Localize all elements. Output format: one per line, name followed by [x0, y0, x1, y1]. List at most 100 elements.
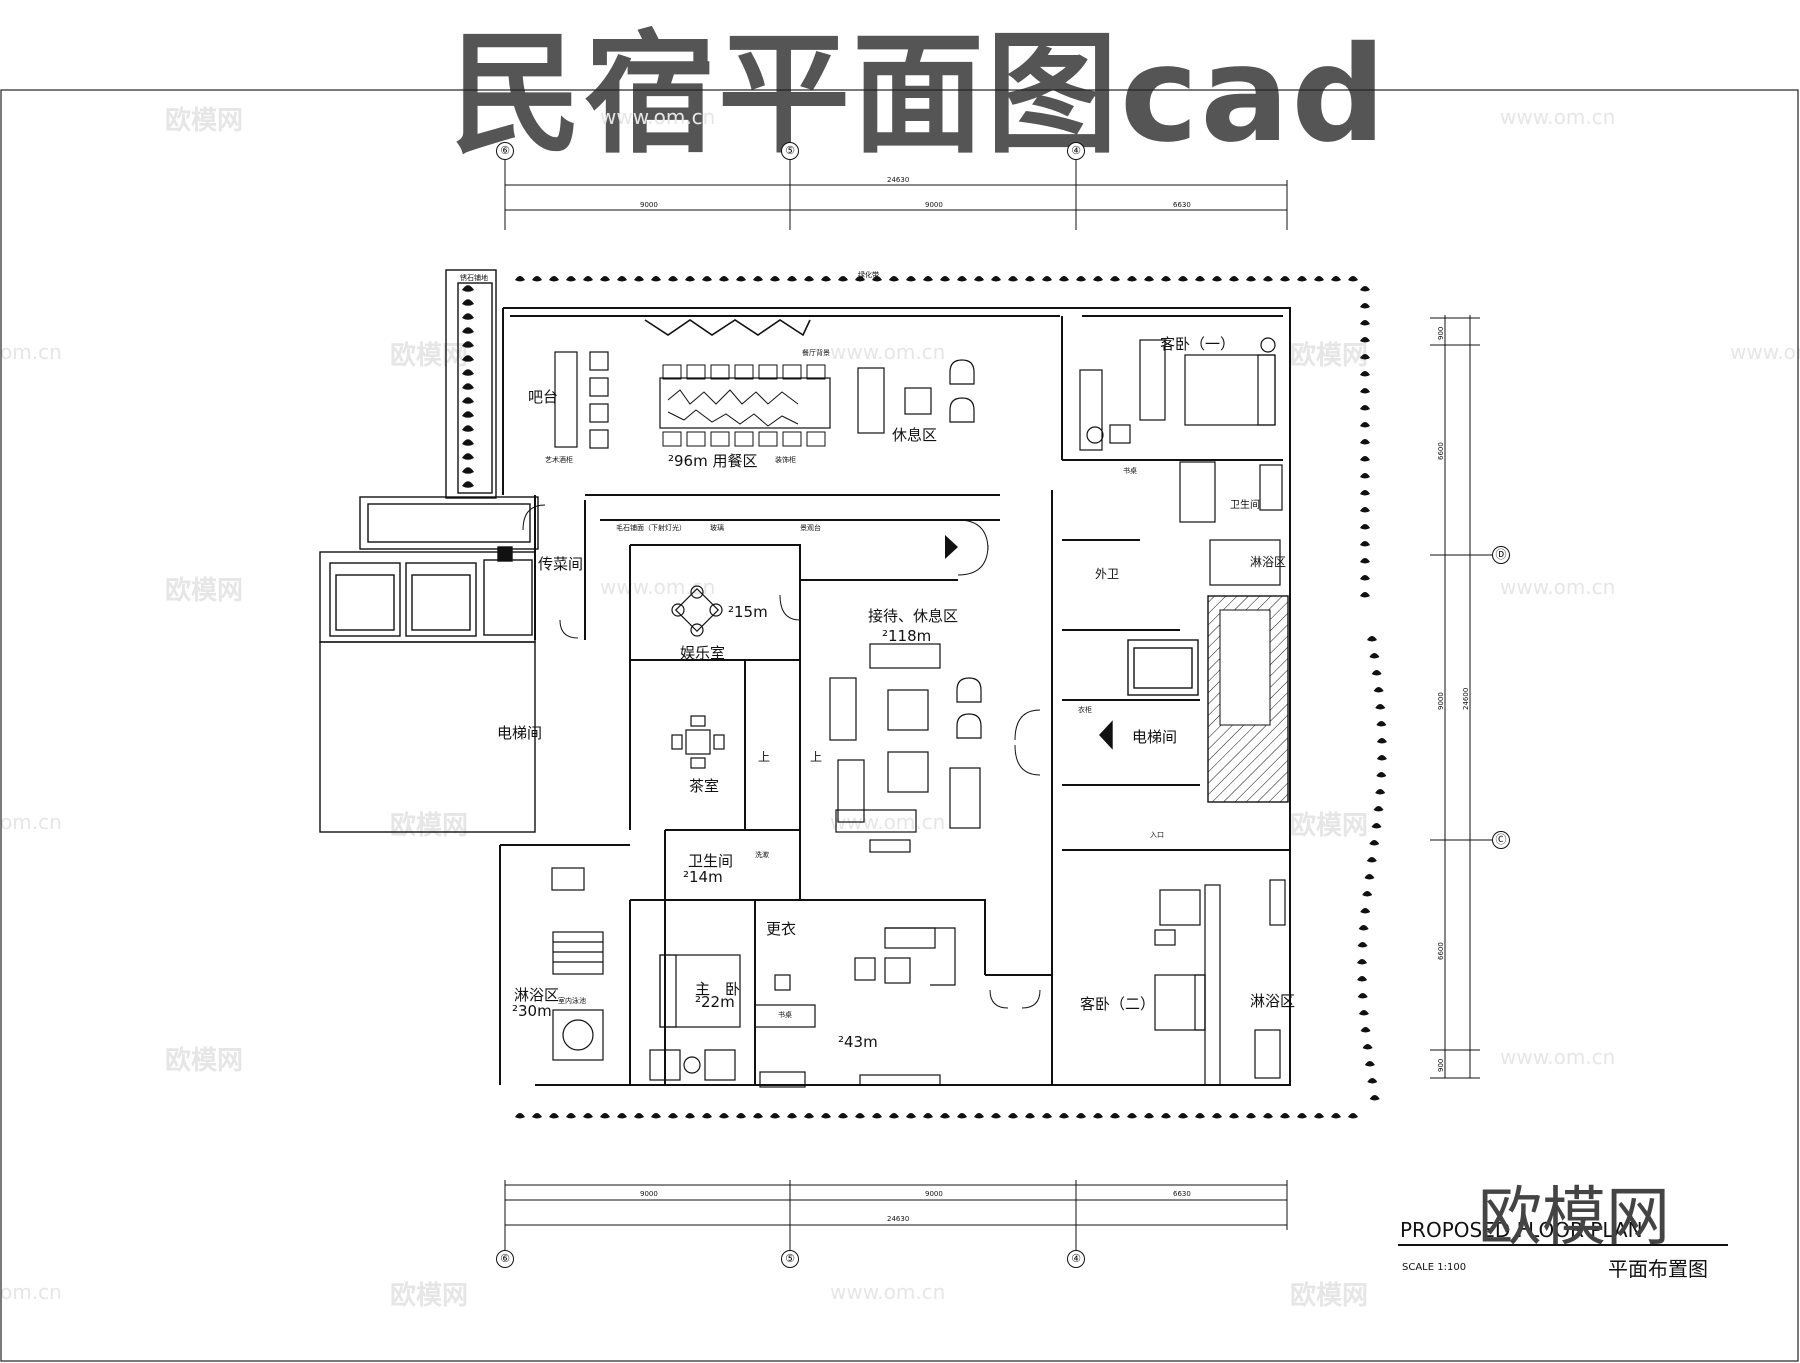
hedge-plant: [1362, 891, 1373, 897]
legend-proposed: PROPOSED FLOOR PLAN: [1400, 1218, 1643, 1242]
room-ent: 娱乐室: [680, 644, 726, 662]
hedge-plant: [991, 1113, 1001, 1119]
hedge-plant: [1360, 490, 1370, 496]
bar-counter: [554, 351, 609, 449]
room-reception-area: ²118m: [882, 627, 932, 645]
hedge-plant: [855, 1113, 865, 1119]
hedge-plant: [1373, 687, 1384, 693]
hedge-plant: [1093, 276, 1103, 282]
watermark-brand: 欧模网: [1290, 811, 1369, 841]
note-terrazzo: 锈石铺地: [460, 274, 488, 282]
note-planter: 景观台: [800, 524, 821, 532]
hedge-plant: [1360, 558, 1370, 564]
hedge-plant: [1371, 670, 1382, 676]
hedge-plant: [1358, 1010, 1369, 1016]
hedge-plant: [1348, 276, 1358, 282]
room-shower-big-area: ²30m: [512, 1002, 552, 1020]
hedge-plant: [974, 1113, 984, 1119]
hedge-plant: [957, 276, 967, 282]
hedge-plant: [872, 1113, 882, 1119]
dining-chair: [734, 364, 754, 380]
hedge-plant: [549, 276, 559, 282]
hedge-plant: [1212, 276, 1222, 282]
hedge-plant: [923, 1113, 933, 1119]
watermark-brand: 欧模网: [1290, 1281, 1369, 1311]
dim-seg-top-3: 6630: [1173, 201, 1191, 209]
hedge-plant: [889, 276, 899, 282]
watermark-brand: 欧模网: [390, 1281, 469, 1311]
room-living-area: ²43m: [838, 1033, 878, 1051]
dim-v-total: 24600: [1462, 687, 1470, 710]
hedge-plant: [462, 369, 474, 376]
note-art-wall: 艺术酒柜: [545, 456, 573, 464]
room-reception: 接待、休息区: [868, 607, 959, 625]
legend-plan-cn: 平面布置图: [1608, 1257, 1708, 1281]
room-lounge-top: 休息区: [892, 426, 938, 444]
hedge-plant: [462, 411, 474, 418]
hedge-plant: [1367, 636, 1377, 642]
dim-v-1: 900: [1437, 326, 1445, 340]
watermark-url: www.om.cn: [1500, 575, 1616, 599]
hedge-plant: [600, 1113, 610, 1119]
hedge-plant: [1360, 456, 1370, 462]
label-up-1: 上: [758, 750, 771, 764]
hedge-plant: [974, 276, 984, 282]
hedge-plant: [1360, 422, 1370, 428]
watermark-brand: 欧模网: [165, 576, 244, 606]
note-glass: 玻璃: [710, 524, 724, 532]
hedge-plant: [651, 276, 661, 282]
hedge-plant: [889, 1113, 899, 1119]
dining-chair: [710, 431, 730, 447]
hedge-plant: [838, 1113, 848, 1119]
hedge-plant: [462, 299, 474, 306]
hedge-plant: [1331, 276, 1341, 282]
hedge-plant: [1076, 276, 1086, 282]
entertainment-table: [671, 585, 723, 637]
hedge-plant: [855, 276, 865, 282]
watermark-brand: 欧模网: [165, 1046, 244, 1076]
dining-chair: [662, 364, 682, 380]
dim-seg-top-1: 9000: [640, 201, 658, 209]
note-landscape: 绿化带: [858, 271, 879, 279]
hedge-plant: [702, 276, 712, 282]
dim-seg-bottom-3: 6630: [1173, 1190, 1191, 1198]
grid-axis-d: Ⓓ: [1492, 546, 1510, 564]
hedge-plant: [1364, 1061, 1375, 1067]
hedge-plant: [515, 1113, 525, 1119]
room-guest2: 客卧（二）: [1080, 995, 1156, 1013]
hedge-plant: [1375, 789, 1386, 795]
left-service-block: [319, 496, 539, 833]
note-desk-master: 书桌: [778, 1011, 792, 1019]
hedge-plant: [685, 276, 695, 282]
room-dining: ²96m 用餐区: [668, 452, 758, 470]
hedge-plant: [1373, 806, 1384, 812]
hedge-plant: [566, 1113, 576, 1119]
hedge-plant: [1076, 1113, 1086, 1119]
watermark-url: www.om.cn: [600, 105, 716, 129]
watermark-brand: 欧模网: [1290, 341, 1369, 371]
dining-chair: [734, 431, 754, 447]
dining-chair: [782, 431, 802, 447]
hedge-plant: [462, 439, 474, 446]
hedge-plant: [1360, 592, 1370, 598]
hedge-plant: [821, 1113, 831, 1119]
hedge-plant: [1314, 276, 1324, 282]
hedge-plant: [1357, 959, 1368, 965]
hedge-plant: [1263, 276, 1273, 282]
hedge-plant: [583, 1113, 593, 1119]
landscape-hedge: [462, 276, 1387, 1119]
watermark-brand: 欧模网: [165, 106, 244, 136]
hedge-plant: [1360, 908, 1371, 914]
hedge-plant: [1110, 276, 1120, 282]
dining-chair: [806, 431, 826, 447]
hedge-plant: [600, 276, 610, 282]
dim-v-4: 6600: [1437, 942, 1445, 960]
hedge-plant: [804, 1113, 814, 1119]
dining-chair: [758, 431, 778, 447]
hedge-plant: [1263, 1113, 1273, 1119]
room-bar: 吧台: [528, 388, 559, 406]
hedge-plant: [1376, 738, 1387, 744]
hedge-plant: [1059, 276, 1069, 282]
